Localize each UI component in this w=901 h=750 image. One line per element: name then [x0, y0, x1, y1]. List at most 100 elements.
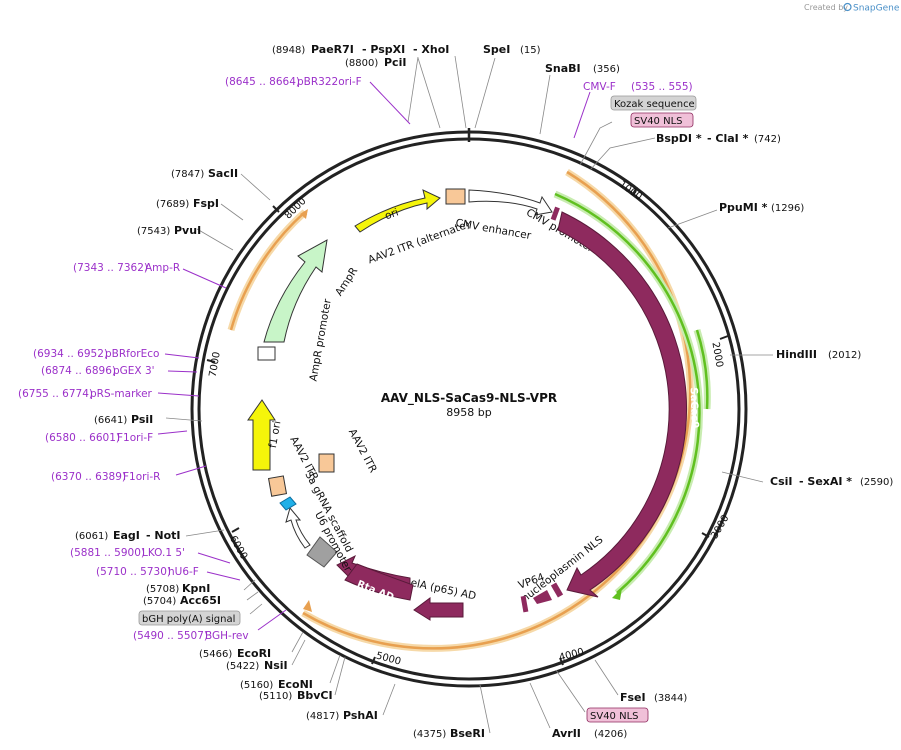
rela-label: RelA (p65) AD: [403, 575, 477, 602]
site-clai: - ClaI *: [707, 132, 749, 145]
orf-ampr-arc: [229, 211, 306, 331]
site-ppumi: PpuMI *: [719, 201, 768, 214]
aav2-itr-b-label: AAV2 ITR: [346, 427, 379, 475]
site-kpni: KpnI: [182, 582, 210, 595]
bgh-polya-box: [138, 610, 241, 626]
primer-hu6f-pos: (5710 .. 5730): [96, 566, 171, 578]
site-noti: - NotI: [146, 529, 181, 542]
pos-4817: (4817): [306, 711, 339, 722]
ampr-label: AmpR: [333, 265, 360, 298]
primer-pgex-pos: (6874 .. 6896): [41, 365, 116, 377]
site-bspdi: BspDI *: [656, 132, 702, 145]
pos-5704: (5704): [143, 596, 176, 607]
primer-ampr-pos: (7343 .. 7362): [73, 262, 148, 274]
site-hindiii: HindIII: [776, 348, 817, 361]
pos-5466: (5466): [199, 649, 232, 660]
tick-label-7000: 7000: [208, 351, 223, 378]
pos-5160: (5160): [240, 680, 273, 691]
callout-lines: [165, 55, 773, 734]
pos-3844: (3844): [654, 693, 687, 704]
primer-f1orir-pos: (6370 .. 6389): [51, 471, 126, 483]
primer-f1orir: F1ori-R: [123, 471, 160, 483]
pos-5422: (5422): [226, 661, 259, 672]
f1ori-feature: [247, 399, 276, 471]
site-bbvci: BbvCI: [297, 689, 333, 702]
sacas9-feature: [557, 211, 688, 598]
ampr-promoter-label: AmpR promoter: [307, 297, 333, 382]
sv40-top-box: [630, 112, 694, 128]
primer-bghrev: BGH-rev: [205, 630, 249, 642]
pos-4375: (4375): [413, 729, 446, 740]
pos-1296: (1296): [771, 203, 804, 214]
primer-bghrev-pos: (5490 .. 5507): [133, 630, 208, 642]
nucleoplasmin-feature: [550, 582, 564, 598]
orf-green-arc-long: [554, 192, 701, 594]
sv40-nls-bottom-feature: [520, 595, 529, 613]
pos-7543: (7543): [137, 226, 170, 237]
primer-f1orif-pos: (6580 .. 6601): [45, 432, 120, 444]
u6-feature: [306, 536, 338, 568]
site-eagi: EagI: [113, 529, 140, 542]
primer-cmvf: CMV-F: [583, 81, 616, 93]
site-pcii: PciI: [384, 56, 406, 69]
primer-pbr322-pos: (8645 .. 8664): [225, 76, 300, 88]
pos-7689: (7689): [156, 199, 189, 210]
f1ori-label: f1 ori: [267, 420, 284, 449]
sv40-bottom-label: SV40 NLS: [590, 711, 639, 722]
pos-742: (742): [754, 134, 781, 145]
pos-8800: (8800): [345, 58, 378, 69]
aav2-itr-b-feature: [318, 453, 335, 473]
site-sexai: - SexAI *: [799, 475, 852, 488]
site-bseri: BseRI: [450, 727, 485, 740]
sv40-nls-top-feature: [550, 206, 560, 221]
ampr-promoter-feature: [257, 346, 276, 361]
site-csii: CsiI: [770, 475, 792, 488]
aav2-itr-a-feature: [267, 475, 288, 497]
credit-brand: SnapGene: [853, 4, 900, 14]
site-labels: (8948) PaeR7I - PspXI - XhoI SpeI (15) (…: [18, 43, 893, 740]
pos-15: (15): [520, 45, 541, 56]
sv40-top-label: SV40 NLS: [634, 116, 683, 127]
bgh-polya-label: bGH poly(A) signal: [142, 614, 235, 625]
primer-pbrfor-pos: (6934 .. 6952): [33, 348, 108, 360]
site-pvui: PvuI: [174, 224, 201, 237]
kozak-box: [610, 95, 697, 111]
ori-feature: [354, 189, 441, 233]
aav2-itr-alt-feature: [445, 188, 466, 205]
primer-prs: pRS-marker: [90, 388, 153, 400]
primer-pbr322: pBR322ori-F: [297, 76, 362, 88]
plasmid-name: AAV_NLS-SaCas9-NLS-VPR: [381, 391, 557, 406]
site-acc65i: Acc65I: [180, 594, 221, 607]
site-pshai: PshAI: [343, 709, 378, 722]
pos-6641: (6641): [94, 415, 127, 426]
site-spei: SpeI: [483, 43, 510, 56]
pos-7847: (7847): [171, 169, 204, 180]
site-ecori: EcoRI: [237, 647, 271, 660]
snapgene-logo: [843, 2, 852, 12]
primer-ampr: Amp-R: [145, 262, 180, 274]
site-sacii: SacII: [208, 167, 238, 180]
sacas9-label: SaCas9: [688, 387, 700, 428]
pos-6061: (6061): [75, 531, 108, 542]
site-fspi: FspI: [193, 197, 219, 210]
orf-green-arc-short: [695, 329, 709, 410]
kozak-label: Kozak sequence: [614, 99, 695, 110]
credit-prefix: Created by: [804, 3, 848, 12]
primer-cmvf-pos: (535 .. 555): [631, 81, 693, 93]
plasmid-size: 8958 bp: [446, 406, 491, 419]
primer-hu6f: hU6-F: [168, 566, 199, 578]
pos-8948: (8948): [272, 45, 305, 56]
primer-lines: [157, 81, 591, 631]
tick-label-2000: 2000: [709, 341, 724, 368]
primer-pbrfor: pBRforEco: [105, 348, 159, 360]
pos-5708: (5708): [146, 584, 179, 595]
cmv-enhancer-feature: [468, 189, 553, 216]
site-avrii: AvrII: [552, 727, 581, 740]
pos-356: (356): [593, 64, 620, 75]
site-nsii: NsiI: [264, 659, 288, 672]
primer-f1orif: F1ori-F: [117, 432, 153, 444]
pos-2012: (2012): [828, 350, 861, 361]
pos-5110: (5110): [259, 691, 292, 702]
sgrna-feature: [279, 496, 297, 511]
